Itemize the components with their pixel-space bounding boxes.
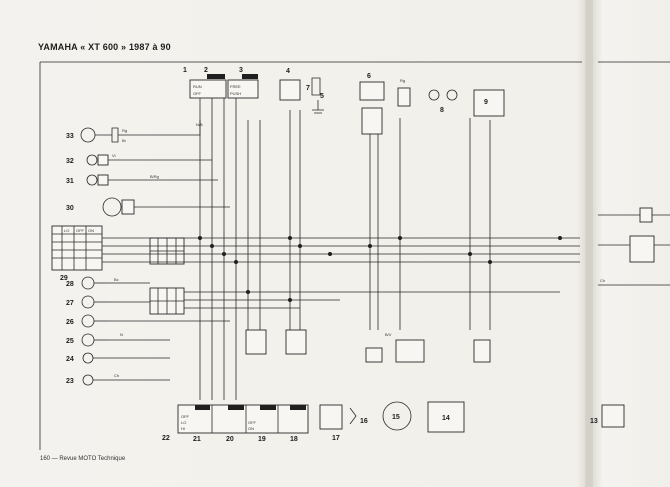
lamp-8 bbox=[428, 89, 440, 101]
label-1: 1 bbox=[183, 67, 187, 74]
off-label-21: OFF bbox=[181, 414, 190, 419]
label-22: 22 bbox=[162, 435, 170, 442]
label-18: 18 bbox=[290, 436, 298, 443]
label-19: 19 bbox=[258, 436, 266, 443]
label-33: 33 bbox=[66, 133, 74, 140]
lamp-27 bbox=[81, 295, 110, 309]
lo-label-21: LO bbox=[181, 420, 186, 425]
label-31: 31 bbox=[66, 178, 74, 185]
hi-label-21: HI bbox=[181, 426, 185, 431]
switch-16 bbox=[349, 407, 357, 425]
label-14: 14 bbox=[442, 415, 450, 422]
label-27: 27 bbox=[66, 300, 74, 307]
label-21: 21 bbox=[193, 436, 201, 443]
page-title: YAMAHA « XT 600 » 1987 à 90 bbox=[38, 42, 171, 52]
wire-code-ch: Ch bbox=[114, 373, 119, 378]
ignition-unit-14 bbox=[427, 401, 465, 433]
wire-code-br: Br bbox=[122, 138, 127, 143]
unit-8a bbox=[397, 87, 411, 107]
wire-code-ch-right: Ch bbox=[600, 278, 605, 283]
on-label-19: ON bbox=[248, 426, 254, 431]
harness-lines bbox=[102, 98, 670, 400]
lamp-33 bbox=[80, 127, 119, 143]
off-label-19: OFF bbox=[248, 420, 257, 425]
label-15: 15 bbox=[392, 414, 400, 421]
lamp-26 bbox=[81, 314, 110, 328]
run-label: RUN bbox=[193, 84, 202, 89]
lamp-30 bbox=[102, 197, 135, 217]
component-7 bbox=[311, 77, 321, 96]
free-push-switch bbox=[227, 79, 259, 99]
connector-lower-4 bbox=[395, 339, 425, 363]
connector-block bbox=[207, 74, 225, 79]
label-17: 17 bbox=[332, 435, 340, 442]
connector-lower-3 bbox=[365, 347, 383, 363]
free-label: FREE bbox=[230, 84, 241, 89]
junction-dots bbox=[198, 236, 562, 302]
light-switch-29 bbox=[51, 225, 103, 271]
connector-6 bbox=[361, 107, 383, 135]
connector-lower-2 bbox=[285, 329, 307, 355]
label-9: 9 bbox=[484, 99, 488, 106]
push-label: PUSH bbox=[230, 91, 241, 96]
label-20: 20 bbox=[226, 436, 234, 443]
switch-13 bbox=[601, 404, 625, 428]
lamp-8b bbox=[446, 89, 458, 101]
wire-code-b-rg: B/Rg bbox=[150, 174, 159, 179]
label-29: 29 bbox=[60, 275, 68, 282]
wire-code-bc: Bc bbox=[114, 277, 119, 282]
label-25: 25 bbox=[66, 338, 74, 345]
label-28: 28 bbox=[66, 281, 74, 288]
label-13: 13 bbox=[590, 418, 598, 425]
lamp-25 bbox=[81, 333, 110, 347]
wire-code-rg: Rg bbox=[122, 128, 127, 133]
right-connector bbox=[629, 235, 655, 263]
label-2: 2 bbox=[204, 67, 208, 74]
generator-15 bbox=[382, 401, 412, 431]
run-off-switch bbox=[189, 79, 227, 99]
switch-17 bbox=[319, 404, 343, 430]
wire-code-rg-top: Rg bbox=[400, 78, 405, 83]
label-8: 8 bbox=[440, 107, 444, 114]
unit-9 bbox=[473, 89, 505, 117]
off-label: OFF bbox=[193, 91, 202, 96]
label-26: 26 bbox=[66, 319, 74, 326]
lamp-23 bbox=[82, 374, 110, 386]
label-4: 4 bbox=[286, 68, 290, 75]
lamp-31 bbox=[86, 174, 109, 186]
label-32: 32 bbox=[66, 158, 74, 165]
connector-lower-1 bbox=[245, 329, 267, 355]
label-7: 7 bbox=[306, 85, 310, 92]
lamp-28 bbox=[81, 276, 110, 290]
wire-code-b-v: B/V bbox=[385, 332, 392, 337]
flasher-6 bbox=[359, 81, 385, 101]
label-23: 23 bbox=[66, 378, 74, 385]
off-label-29: OFF bbox=[76, 228, 85, 233]
on-label-29: ON bbox=[88, 228, 94, 233]
lamp-32 bbox=[86, 154, 109, 166]
label-6: 6 bbox=[367, 73, 371, 80]
right-connector-top bbox=[639, 207, 653, 223]
lamp-24 bbox=[82, 352, 110, 364]
relay-4 bbox=[279, 79, 301, 101]
ground-symbol bbox=[312, 100, 324, 114]
wire-code-n: N bbox=[120, 332, 123, 337]
connector-block bbox=[242, 74, 258, 79]
connector-lower-5 bbox=[473, 339, 491, 363]
wire-code-n-b: N/B bbox=[196, 122, 203, 127]
wire-code-vi: Vi bbox=[112, 153, 116, 158]
label-30: 30 bbox=[66, 205, 74, 212]
label-24: 24 bbox=[66, 356, 74, 363]
label-5: 5 bbox=[320, 93, 324, 100]
page-footer: 160 — Revue MOTO Technique bbox=[40, 456, 126, 462]
lo-label: LO bbox=[64, 228, 69, 233]
label-16: 16 bbox=[360, 418, 368, 425]
label-3: 3 bbox=[239, 67, 243, 74]
